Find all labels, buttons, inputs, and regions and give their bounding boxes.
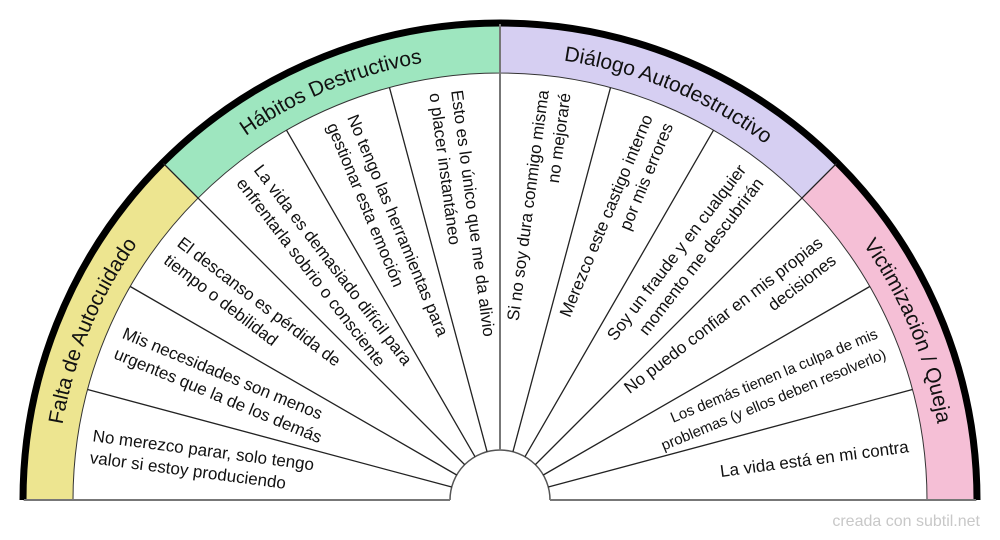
footer-credit: creada con subtil.net xyxy=(832,513,980,530)
slice-divider xyxy=(548,388,913,488)
slice-divider xyxy=(285,129,476,458)
center-hub xyxy=(449,449,551,501)
slice-divider xyxy=(162,162,466,466)
slice-divider xyxy=(512,87,612,452)
slice-divider xyxy=(129,285,458,476)
slice-dividers xyxy=(24,24,976,501)
slice-divider xyxy=(524,129,715,458)
slice-divider xyxy=(388,87,488,452)
slice-divider xyxy=(87,388,452,488)
outer-rim xyxy=(19,19,981,501)
slice-divider xyxy=(534,162,838,466)
slice-divider xyxy=(542,285,871,476)
